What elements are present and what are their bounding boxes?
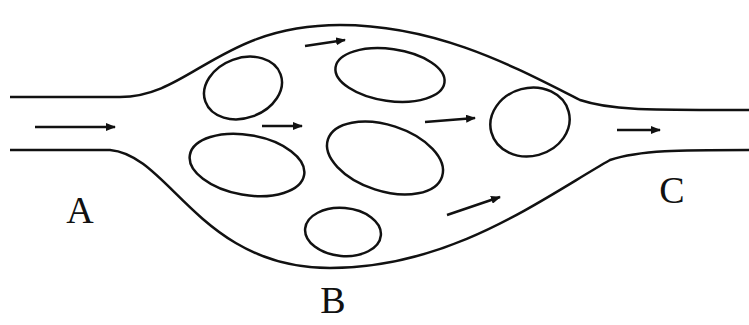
- point-label: B: [320, 281, 345, 319]
- point-label: C: [659, 171, 684, 209]
- point-label: A: [66, 191, 93, 229]
